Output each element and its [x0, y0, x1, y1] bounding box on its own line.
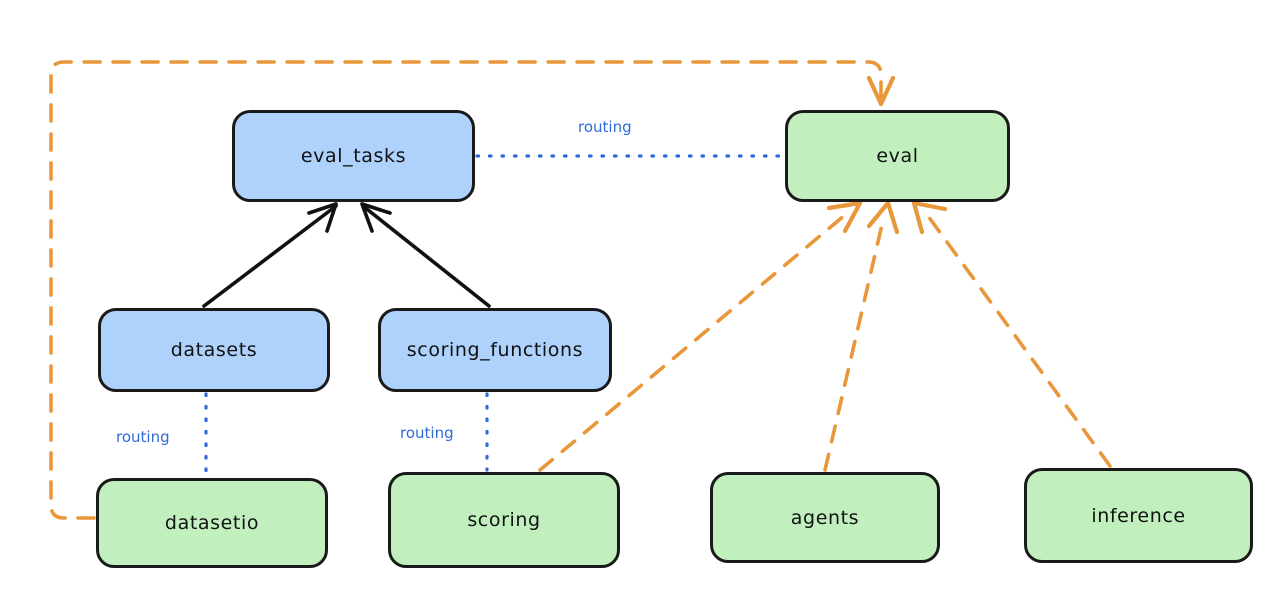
- node-inference[interactable]: inference: [1024, 468, 1253, 563]
- node-label-scoring: scoring: [467, 509, 541, 531]
- node-label-agents: agents: [790, 506, 860, 529]
- edge-scoring-to-eval: [538, 200, 863, 472]
- node-agents[interactable]: agents: [710, 472, 940, 563]
- node-eval[interactable]: eval: [785, 110, 1010, 202]
- node-eval-tasks[interactable]: eval_tasks: [232, 110, 475, 202]
- edge-label-routing-eval-tasks-eval: routing: [578, 118, 632, 136]
- node-datasets[interactable]: datasets: [98, 308, 330, 392]
- node-label-eval: eval: [876, 145, 919, 167]
- edge-agents-to-eval: [823, 200, 900, 472]
- node-label-inference: inference: [1091, 504, 1186, 527]
- edge-scoring_functions-to-eval_tasks: [360, 202, 491, 308]
- edge-label-routing-scoring-functions-scoring: routing: [400, 424, 454, 442]
- edge-inference-to-eval: [911, 200, 1112, 468]
- node-label-datasetio: datasetio: [164, 512, 260, 534]
- node-scoring-functions[interactable]: scoring_functions: [378, 308, 612, 392]
- edge-label-routing-datasets-datasetio: routing: [116, 428, 170, 446]
- node-label-eval-tasks: eval_tasks: [300, 145, 407, 167]
- node-label-datasets: datasets: [170, 339, 258, 361]
- node-datasetio[interactable]: datasetio: [96, 478, 328, 568]
- node-scoring[interactable]: scoring: [388, 472, 620, 568]
- node-label-scoring-functions: scoring_functions: [406, 339, 584, 361]
- edge-datasetio-to-eval: [49, 60, 896, 520]
- edge-datasets-to-eval_tasks: [202, 202, 338, 308]
